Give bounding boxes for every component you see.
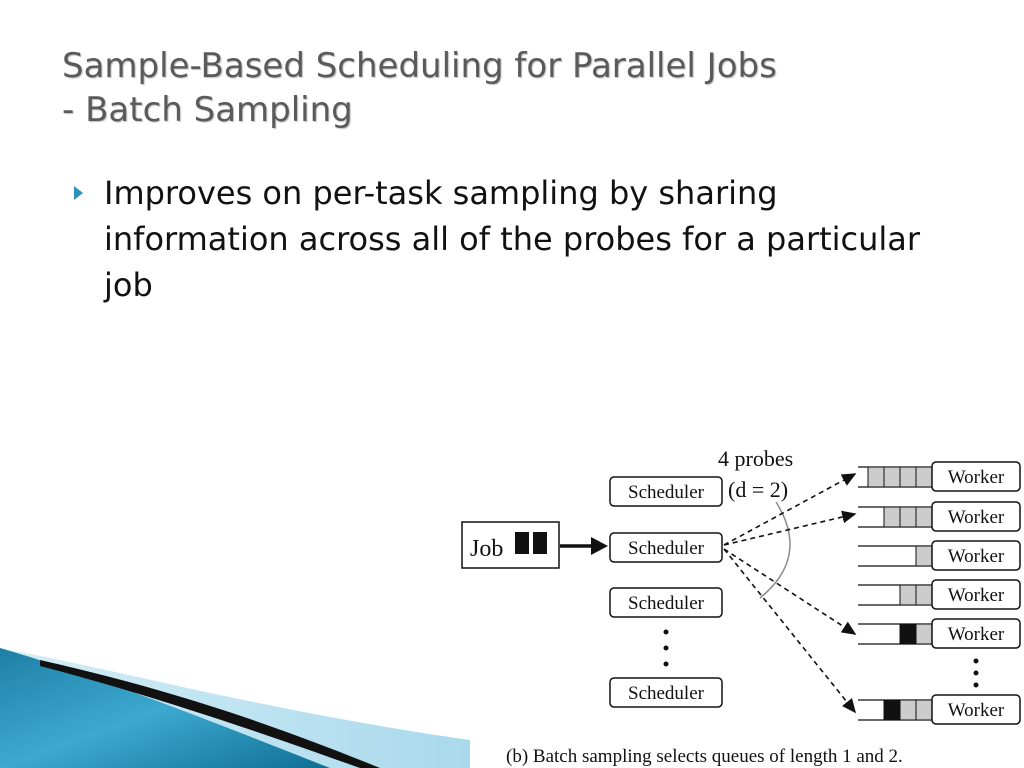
title-line-1: Sample-Based Scheduling for Parallel Job…	[62, 46, 777, 86]
job-box: Job	[461, 521, 560, 569]
title-line-2: - Batch Sampling	[62, 90, 353, 130]
worker-box	[931, 540, 1021, 571]
probe-arrow	[723, 548, 857, 635]
worker-box	[931, 694, 1021, 725]
batch-sampling-diagram: Job Scheduler Scheduler Scheduler	[461, 446, 1021, 767]
scheduler-label: Scheduler	[628, 482, 705, 503]
scheduler-box: Scheduler	[609, 532, 723, 563]
worker-box	[931, 579, 1021, 610]
job-task-block	[533, 532, 547, 554]
probe-arrows	[723, 473, 857, 714]
scheduler-box: Scheduler	[609, 587, 723, 618]
worker-row: Worker	[858, 461, 1021, 492]
worker-label: Worker	[948, 700, 1005, 721]
worker-label: Worker	[948, 507, 1005, 528]
probe-arrow	[723, 548, 857, 714]
slide-title: Sample-Based Scheduling for Parallel Job…	[62, 44, 777, 132]
worker-box	[931, 618, 1021, 649]
decorative-swoosh	[0, 648, 470, 768]
worker-row: Worker	[858, 501, 1021, 532]
bullet-arrow-icon	[74, 186, 83, 200]
job-label: Job	[470, 536, 503, 562]
scheduler-box: Scheduler	[609, 677, 723, 708]
diagram-caption: (b) Batch sampling selects queues of len…	[506, 746, 903, 767]
scheduler-ellipsis	[663, 629, 669, 667]
scheduler-label: Scheduler	[628, 538, 705, 559]
worker-row: Worker	[858, 540, 1021, 571]
probes-label: 4 probes	[718, 446, 793, 471]
scheduler-label: Scheduler	[628, 683, 705, 704]
worker-label: Worker	[948, 467, 1005, 488]
probe-arrow	[723, 473, 857, 546]
job-arrow	[560, 537, 608, 555]
worker-ellipsis	[973, 658, 979, 688]
worker-label: Worker	[948, 546, 1005, 567]
worker-box	[931, 501, 1021, 532]
worker-label: Worker	[948, 585, 1005, 606]
worker-row: Worker	[858, 579, 1021, 610]
scheduler-label: Scheduler	[628, 593, 705, 614]
bullet-text: Improves on per-task sampling by sharing…	[104, 174, 921, 304]
probes-d-label: (d = 2)	[728, 477, 788, 502]
job-task-block	[515, 532, 529, 554]
worker-row: Worker	[858, 618, 1021, 649]
bullet-item: Improves on per-task sampling by sharing…	[74, 170, 924, 308]
worker-box	[931, 461, 1021, 492]
probe-arc	[759, 501, 791, 599]
worker-label: Worker	[948, 624, 1005, 645]
worker-row: Worker	[858, 694, 1021, 725]
probe-arrow	[723, 510, 857, 546]
scheduler-box: Scheduler	[609, 476, 723, 507]
